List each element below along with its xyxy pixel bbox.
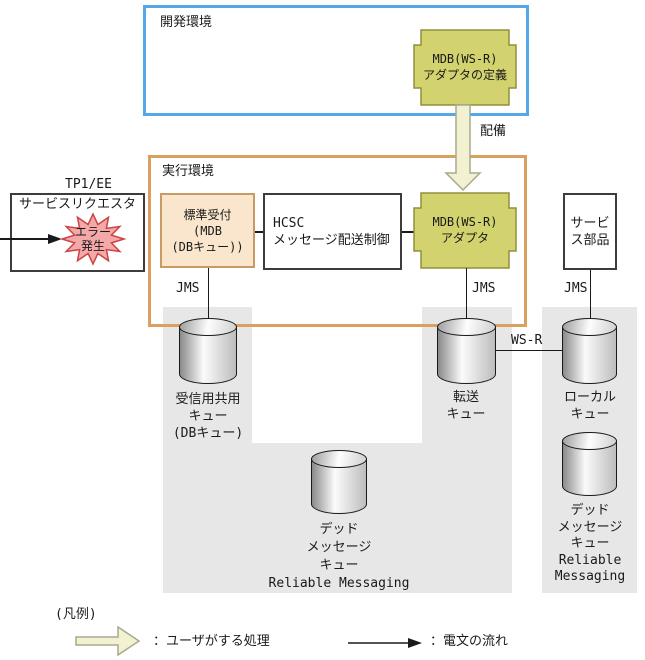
- legend-flow-arrow-icon: [348, 638, 422, 648]
- queue-dead-center-label: デッド メッセージ キュー Reliable Messaging: [268, 522, 410, 591]
- queue-reception-label: 受信用共用 キュー (DBキュー): [172, 392, 244, 441]
- queue-dead-right-label: デッド メッセージ キュー Reliable Messaging: [554, 503, 626, 584]
- service-part-box: サービ ス部品: [563, 193, 617, 270]
- connector-std-hcsc: [255, 231, 265, 233]
- legend-flow-label: ：電文の流れ: [430, 634, 509, 649]
- legend-user-label: ：ユーザがする処理: [153, 634, 270, 649]
- legend-user-arrow-icon: [75, 625, 141, 657]
- runtime-env-box: [148, 155, 527, 327]
- cylinder-reception-queue-icon: [179, 318, 237, 384]
- connector-adapter-transfer-queue: [466, 268, 467, 320]
- connector-service-local-queue: [590, 270, 591, 320]
- connector-wsr: [496, 350, 562, 351]
- request-arrow-icon: [0, 234, 62, 244]
- mdb-adapter-shape: [413, 192, 517, 269]
- deploy-arrow-icon: [444, 104, 482, 192]
- deploy-label: 配備: [480, 124, 507, 139]
- jms-label-left: JMS: [176, 281, 200, 296]
- runtime-env-title: 実行環境: [162, 164, 215, 179]
- adapter-def-label: MDB(WS-R) アダプタの定義: [422, 52, 507, 82]
- adapter-def-shape: [413, 29, 517, 106]
- cylinder-dead-queue-center-icon: [311, 450, 367, 514]
- adapter-def-box: [413, 29, 517, 106]
- error-label: エラー 発生: [74, 225, 111, 253]
- hcsc-box: HCSC メッセージ配送制御: [263, 193, 402, 270]
- wsr-label: WS-R: [511, 333, 543, 348]
- service-requester-label: サービスリクエスタ: [18, 197, 136, 212]
- mdb-adapter-box: [413, 192, 517, 269]
- connector-std-reception-queue: [208, 268, 209, 320]
- dev-env-box: [143, 5, 529, 116]
- mdb-adapter-label: MDB(WS-R) アダプタ: [432, 215, 498, 245]
- tp1-label: TP1/EE: [65, 177, 112, 192]
- dev-env-title: 開発環境: [160, 15, 213, 30]
- jms-label-center: JMS: [472, 281, 496, 296]
- cylinder-transfer-queue-icon: [437, 318, 496, 384]
- legend-title: (凡例): [55, 607, 97, 622]
- std-reception-box: 標準受付 (MDB (DBキュー)): [160, 193, 255, 268]
- error-burst-icon: [59, 212, 127, 266]
- queue-local-label: ローカル キュー: [563, 390, 616, 422]
- cylinder-dead-queue-right-icon: [562, 432, 617, 496]
- cylinder-local-queue-icon: [562, 318, 617, 384]
- jms-label-right: JMS: [564, 281, 588, 296]
- queue-transfer-label: 転送 キュー: [446, 390, 486, 422]
- connector-hcsc-adapter: [402, 231, 414, 233]
